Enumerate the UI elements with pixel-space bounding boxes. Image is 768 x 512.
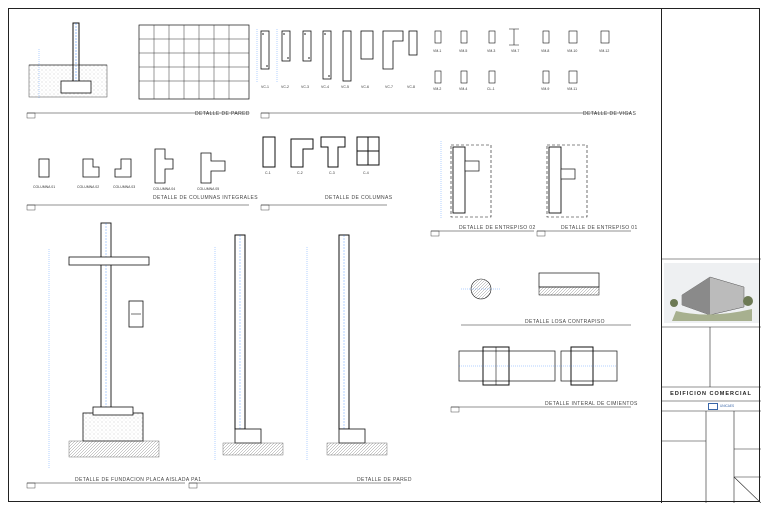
drawing-area xyxy=(26,22,631,489)
detail-vigas xyxy=(256,28,631,119)
viga-tag: CL-1 xyxy=(487,87,495,91)
column-int-tag: COLUMNA 01 xyxy=(33,185,56,189)
viga-tag: VM-3 xyxy=(487,49,496,53)
beam-tag: VC-7 xyxy=(385,85,393,89)
beam-tag: VC-5 xyxy=(341,85,349,89)
column-int-tag: COLUMNA 03 xyxy=(113,185,136,189)
label-detalle-pared-top: DETALLE DE PARED xyxy=(195,111,250,117)
label-detalle-fundacion: DETALLE DE FUNDACION PLACA AISLADA PA1 xyxy=(75,477,202,483)
column-int-tag: COLUMNA 04 xyxy=(153,187,176,191)
viga-tag: VM-4 xyxy=(459,87,468,91)
label-detalle-entrepiso-01: DETALLE DE ENTREPISO 01 xyxy=(561,225,638,231)
viga-tag: VM-11 xyxy=(567,87,578,91)
column-tag: C-1 xyxy=(265,171,271,175)
column-tag: C-2 xyxy=(297,171,303,175)
viga-tag: VM-1 xyxy=(433,49,442,53)
title-block: EDIFICION COMERCIAL UNICAES xyxy=(661,9,761,503)
label-detalle-columnas-integrales: DETALLE DE COLUMNAS INTEGRALES xyxy=(153,195,258,201)
beam-tag: VC-8 xyxy=(407,85,415,89)
column-tag: C-4 xyxy=(363,171,369,175)
beam-tag: VC-2 xyxy=(281,85,289,89)
viga-tag: VM-5 xyxy=(459,49,468,53)
beam-tag: VC-4 xyxy=(321,85,329,89)
label-detalle-vigas: DETALLE DE VIGAS xyxy=(583,111,637,117)
drawing-sheet: DETALLE DE PARED DETALLE DE VIGAS DETALL… xyxy=(8,8,761,503)
viga-tag: VM-12 xyxy=(599,49,610,53)
title-block-grid xyxy=(662,258,761,503)
label-detalle-columnas: DETALLE DE COLUMNAS xyxy=(325,195,393,201)
beam-tag: VC-6 xyxy=(361,85,369,89)
detail-columnas-integrales xyxy=(26,148,249,211)
detail-pared-bottom xyxy=(188,234,401,489)
label-detalle-losa: DETALLE LOSA CONTRAPISO xyxy=(525,319,605,325)
detail-cimientos xyxy=(450,346,631,413)
viga-tag: VM-2 xyxy=(433,87,442,91)
viga-tag: VM-7 xyxy=(511,49,520,53)
viga-tag: VM-9 xyxy=(541,87,550,91)
detail-losa xyxy=(461,272,631,326)
detail-entrepiso xyxy=(430,141,631,237)
beam-tag: VC-3 xyxy=(301,85,309,89)
detail-columnas xyxy=(260,136,387,211)
label-detalle-cimientos: DETALLE INTERAL DE CIMIENTOS xyxy=(545,401,638,407)
project-title: EDIFICION COMERCIAL xyxy=(670,391,752,397)
column-tag: C-3 xyxy=(329,171,335,175)
label-detalle-pared-bottom: DETALLE DE PARED xyxy=(357,477,412,483)
viga-tag: VM-10 xyxy=(567,49,578,53)
label-detalle-entrepiso-02: DETALLE DE ENTREPISO 02 xyxy=(459,225,536,231)
logo-icon xyxy=(708,403,718,410)
logo-text: UNICAES xyxy=(720,404,735,408)
viga-tag: VM-8 xyxy=(541,49,550,53)
column-int-tag: COLUMNA 02 xyxy=(77,185,100,189)
column-int-tag: COLUMNA 05 xyxy=(197,187,220,191)
detail-pared-top xyxy=(26,22,250,119)
beam-tag: VC-1 xyxy=(261,85,269,89)
detail-fundacion xyxy=(26,222,185,489)
